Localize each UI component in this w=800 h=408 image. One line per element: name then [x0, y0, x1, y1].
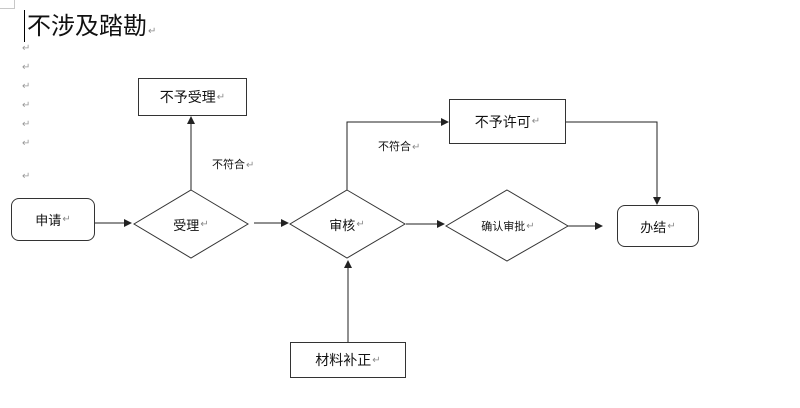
diamond-review	[289, 189, 406, 259]
paragraph-mark-icon: ↵	[200, 218, 209, 230]
edge-not-permit-to-done	[565, 121, 661, 205]
paragraph-mark-icon: ↵	[372, 354, 381, 366]
paragraph-mark-icon: ↵	[356, 218, 365, 230]
node-not-permit-label: 不予许可	[474, 114, 531, 131]
paragraph-mark-icon: ↵	[22, 43, 31, 54]
paragraph-mark-icon: ↵	[216, 91, 226, 103]
node-supplement: 材料补正↵	[290, 342, 406, 378]
paragraph-mark-icon: ↵	[62, 214, 71, 225]
node-apply: 申请↵	[11, 198, 95, 241]
paragraph-mark-icon: ↵	[148, 26, 157, 37]
node-done: 办结↵	[617, 205, 699, 247]
node-done-label: 办结	[640, 220, 667, 236]
paragraph-mark-icon: ↵	[526, 220, 535, 232]
edge-label-review-fail-text: 不符合	[378, 140, 411, 153]
node-not-accept: 不予受理↵	[138, 78, 247, 116]
paragraph-mark-icon: ↵	[22, 100, 31, 111]
node-review-label: 审核	[329, 218, 356, 234]
node-review: 审核↵	[300, 212, 394, 236]
node-accept: 受理↵	[144, 212, 238, 236]
node-confirm-label: 确认审批	[481, 220, 526, 233]
node-not-accept-label: 不予受理	[159, 90, 216, 106]
paragraph-mark-icon: ↵	[412, 142, 421, 153]
node-accept-label: 受理	[173, 218, 200, 234]
node-apply-label: 申请	[35, 214, 62, 229]
paragraph-mark-icon: ↵	[667, 220, 676, 232]
paragraph-mark-icon: ↵	[22, 81, 31, 92]
paragraph-mark-icon: ↵	[246, 160, 255, 171]
paragraph-mark-icon: ↵	[22, 138, 31, 149]
node-not-permit: 不予许可↵	[449, 99, 566, 144]
paragraph-mark-icon: ↵	[22, 119, 31, 130]
paragraph-mark-icon: ↵	[22, 171, 31, 182]
edge-label-accept-fail-text: 不符合	[212, 158, 245, 171]
diamond-confirm	[445, 189, 569, 262]
node-confirm: 确认审批↵	[462, 214, 554, 238]
text-cursor	[24, 10, 25, 42]
edge-review-to-not-permit	[346, 118, 449, 190]
document-title: 不涉及踏勘↵	[27, 12, 157, 40]
paragraph-mark-icon: ↵	[22, 62, 31, 73]
edge-label-review-fail: 不符合↵	[378, 138, 420, 154]
diamond-accept	[133, 189, 249, 259]
paragraph-mark-icon: ↵	[531, 116, 541, 127]
node-supplement-label: 材料补正	[315, 353, 372, 369]
edge-label-accept-fail: 不符合↵	[212, 156, 254, 172]
page-corner-mark	[0, 0, 15, 9]
